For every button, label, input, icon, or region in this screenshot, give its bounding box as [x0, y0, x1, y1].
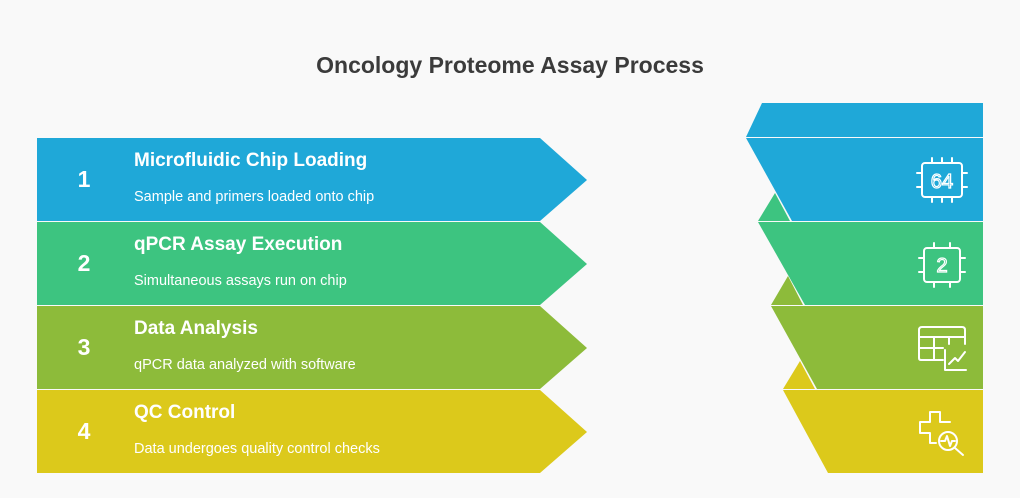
ribbon-fold-3: [771, 276, 803, 305]
step-title: QC Control: [134, 402, 236, 423]
step-title: Microfluidic Chip Loading: [134, 150, 368, 171]
step-title: qPCR Assay Execution: [134, 234, 343, 255]
step-3-arrow: [37, 306, 587, 389]
step-description: Sample and primers loaded onto chip: [134, 189, 375, 205]
step-title: Data Analysis: [134, 318, 258, 339]
step-number: 2: [77, 250, 91, 276]
ribbon-panel-2: [758, 222, 983, 305]
step-description: qPCR data analyzed with software: [134, 357, 356, 373]
table-chart-icon: [918, 326, 967, 371]
chip-2-label: 2: [936, 255, 947, 277]
ribbon-fold-4: [783, 361, 815, 389]
ribbon-fold-2: [758, 193, 790, 221]
step-description: Data undergoes quality control checks: [134, 441, 380, 457]
step-1: 1 Microfluidic Chip Loading Sample and p…: [37, 138, 587, 220]
step-1-arrow: [37, 138, 587, 221]
step-4-arrow: [37, 390, 587, 473]
step-3: 3 Data Analysis qPCR data analyzed with …: [37, 306, 587, 388]
diagram-title: Oncology Proteome Assay Process: [316, 52, 704, 78]
ribbon-top-flap: [746, 103, 983, 137]
step-description: Simultaneous assays run on chip: [134, 273, 347, 289]
ribbon-panel-1: [746, 138, 983, 221]
health-search-icon: [919, 411, 964, 456]
step-2-arrow: [37, 222, 587, 305]
step-number: 3: [77, 334, 91, 360]
ribbon-panel-4: [783, 390, 983, 473]
step-number: 4: [77, 418, 91, 444]
step-4: 4 QC Control Data undergoes quality cont…: [37, 390, 587, 472]
step-2: 2 qPCR Assay Execution Simultaneous assa…: [37, 222, 587, 304]
chip-64-icon: [916, 157, 968, 203]
chip-64-label: 64: [931, 171, 953, 193]
chip-2-icon: [918, 242, 966, 288]
step-number: 1: [77, 166, 91, 192]
